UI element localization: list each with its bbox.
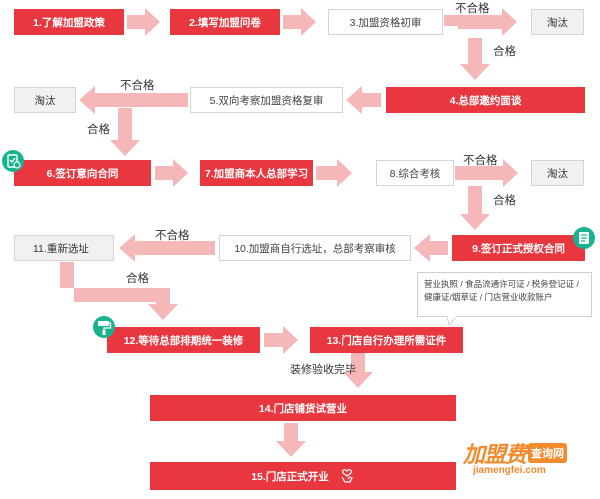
callout-tail <box>447 316 457 326</box>
step-15: 15.门店正式开业 <box>150 462 456 490</box>
step-12: 12.等待总部排期统一装修 <box>107 327 260 353</box>
outcome-eliminated-1: 淘汰 <box>531 9 584 35</box>
step-1: 1.了解加盟政策 <box>14 9 124 35</box>
step-10: 10.加盟商自行选址，总部考察审核 <box>219 235 411 261</box>
step-2: 2.填写加盟问卷 <box>170 9 280 35</box>
label-decoration-done: 装修验收完毕 <box>290 364 356 376</box>
arrow-1-2 <box>127 8 160 36</box>
step-7: 7.加盟商本人总部学习 <box>200 160 313 186</box>
arrow-8-9 <box>460 186 490 230</box>
arrow-6-7 <box>155 159 188 187</box>
step-4: 4.总部邀约面谈 <box>386 87 585 113</box>
step-13: 13.门店自行办理所需证件 <box>310 327 463 353</box>
label-pass-1: 合格 <box>493 46 516 58</box>
checklist-icon <box>2 150 24 172</box>
step-6: 6.签订意向合同 <box>14 160 151 186</box>
arrow-14-15 <box>276 423 306 457</box>
label-fail-2: 不合格 <box>120 80 155 92</box>
logo-tag: 查询网 <box>528 443 568 463</box>
step-14: 14.门店铺货试营业 <box>150 395 456 421</box>
arrow-13-14 <box>343 352 373 388</box>
outcome-eliminated-3: 淘汰 <box>531 160 584 186</box>
label-pass-3: 合格 <box>493 195 516 207</box>
label-fail-4: 不合格 <box>155 230 190 242</box>
arrow-9-10 <box>414 234 448 262</box>
label-fail-3: 不合格 <box>463 155 498 167</box>
arrow-8-out3 <box>455 159 518 187</box>
arrow-4-5 <box>346 86 381 114</box>
step-3: 3.加盟资格初审 <box>328 9 443 35</box>
label-pass-4: 合格 <box>126 273 149 285</box>
label-pass-2: 合格 <box>87 124 110 136</box>
hand-heart-icon <box>339 468 355 484</box>
step-5: 5.双向考察加盟资格复审 <box>190 87 343 113</box>
arrow-10-11 <box>119 234 215 262</box>
step-11: 11.重新选址 <box>14 235 114 261</box>
label-fail-1: 不合格 <box>455 3 490 15</box>
callout-line-1: 营业执照 / 食品流通许可证 / 税务登记证 / <box>424 279 579 289</box>
arrow-3-out1 <box>444 8 517 36</box>
brand-logo: 加盟费 查询网 jiamengfei.com <box>463 437 596 495</box>
step-8: 8.综合考核 <box>376 160 454 186</box>
logo-name: 加盟费 <box>463 442 527 467</box>
outcome-eliminated-2: 淘汰 <box>14 87 76 113</box>
arrow-3-4 <box>460 38 490 80</box>
arrow-12-13 <box>264 326 298 354</box>
arrow-5-6 <box>110 108 140 156</box>
callout-line-2: 健康证/烟草证 / 门店营业收款账户 <box>424 292 553 302</box>
required-documents-callout: 营业执照 / 食品流通许可证 / 税务登记证 / 健康证/烟草证 / 门店营业收… <box>417 272 592 317</box>
arrow-5-out2 <box>79 86 188 114</box>
arrow-2-3 <box>283 8 316 36</box>
contract-icon <box>573 227 595 249</box>
paint-roller-icon <box>93 316 115 338</box>
step-15-label: 15.门店正式开业 <box>251 470 329 483</box>
step-9: 9.签订正式授权合同 <box>452 235 585 261</box>
logo-url: jiamengfei.com <box>473 465 546 476</box>
arrow-10-12 <box>60 262 178 320</box>
arrow-7-8 <box>316 159 352 187</box>
